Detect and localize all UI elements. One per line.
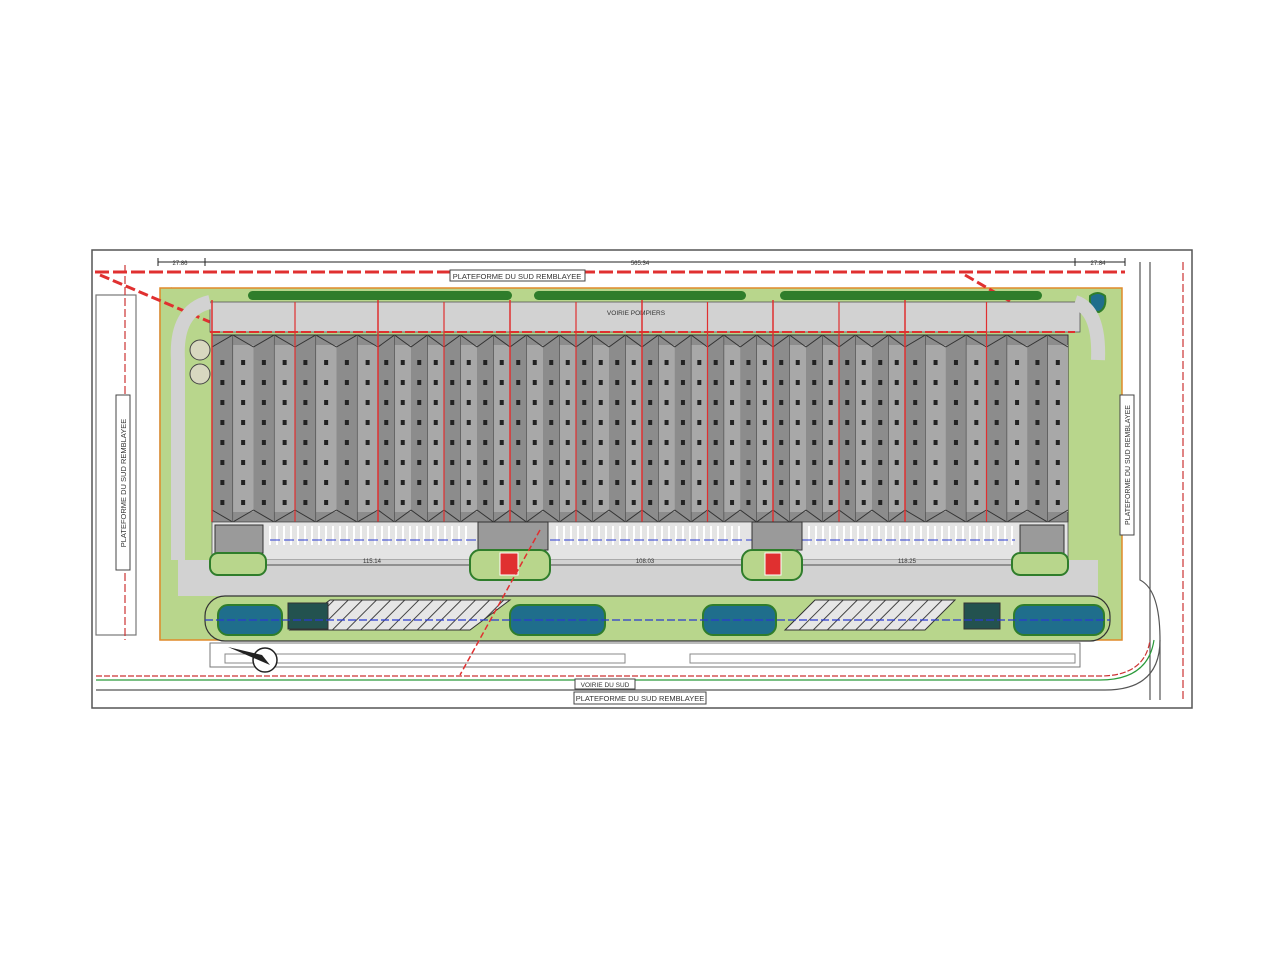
pump-rooms [287, 602, 1001, 630]
platform-right-box [1119, 394, 1135, 536]
top-dimension-line [157, 258, 1126, 266]
fire-reserve [499, 552, 519, 576]
warehouse-cell [641, 300, 774, 523]
south-road-box [574, 678, 636, 690]
warehouse-cell [211, 300, 379, 523]
warehouse-cell [904, 300, 1069, 523]
warehouse-cell [377, 300, 511, 523]
red-section-line [459, 529, 541, 676]
platform-left-label: PLATEFORME DU SUD REMBLAYEE [119, 419, 128, 548]
platform-left-box [115, 394, 131, 571]
legend-note [224, 653, 626, 664]
dim-top-left: 27.86 [172, 261, 188, 267]
fire-road-label: VOIRIE POMPIERS [607, 310, 666, 317]
tank-2 [189, 363, 211, 385]
platform-top-box [449, 269, 586, 282]
platform-right-label: PLATEFORME DU SUD REMBLAYEE [1125, 405, 1132, 525]
platform-bottom-label: PLATEFORME DU SUD REMBLAYEE [576, 694, 705, 703]
tank-1 [189, 339, 211, 361]
warehouse-buildings [211, 300, 1069, 523]
warehouse-cell [772, 300, 906, 523]
dim-center-dock: 108.03 [636, 559, 655, 565]
dim-top-right: 27.84 [1090, 261, 1106, 267]
manoeuvre-area [178, 560, 1098, 596]
dim-right-dock: 118.25 [898, 559, 917, 565]
dim-left-dock: 115.14 [363, 559, 382, 565]
fire-road [209, 301, 1081, 333]
platform-bottom-box [573, 691, 707, 705]
loading-docks [269, 526, 1015, 545]
dim-top-total: 565.34 [631, 261, 650, 267]
left-access-road [170, 295, 213, 560]
office-blocks [214, 521, 1065, 554]
south-road-label: VOIRIE DU SUD [581, 682, 630, 689]
hedges [248, 291, 1042, 300]
north-arrow-icon [228, 647, 278, 673]
platform-top-label: PLATEFORME DU SUD REMBLAYEE [453, 272, 582, 281]
legend-note [689, 653, 1076, 664]
right-access-road [1072, 295, 1106, 361]
fire-reserve [764, 552, 782, 576]
